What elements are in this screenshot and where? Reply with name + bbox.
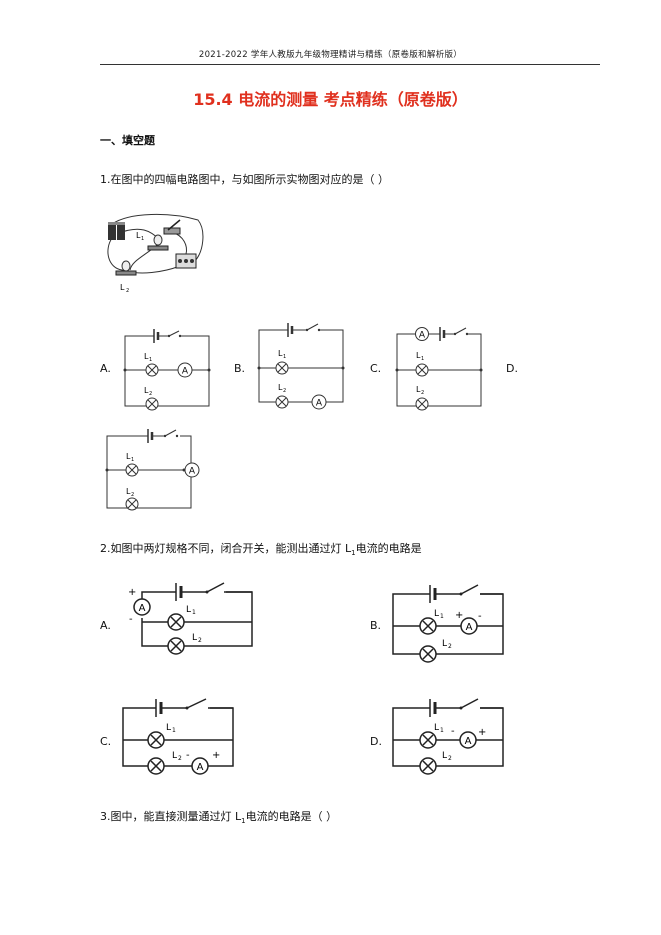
svg-text:2: 2 bbox=[283, 388, 286, 394]
svg-text:L: L bbox=[172, 751, 177, 761]
q1-option-c: C. bbox=[370, 362, 382, 375]
physical-l1-label: L bbox=[136, 231, 141, 240]
svg-text:1: 1 bbox=[149, 357, 152, 363]
svg-text:+: + bbox=[212, 750, 220, 761]
q2-option-c: C. bbox=[100, 735, 112, 748]
svg-text:2: 2 bbox=[198, 637, 202, 644]
svg-text:L: L bbox=[126, 452, 131, 461]
svg-text:L: L bbox=[186, 605, 191, 615]
svg-text:+: + bbox=[128, 587, 136, 598]
svg-text:L: L bbox=[416, 351, 421, 360]
svg-text:1: 1 bbox=[283, 354, 286, 360]
svg-text:A: A bbox=[466, 622, 473, 633]
svg-text:-: - bbox=[186, 750, 190, 761]
svg-text:L: L bbox=[434, 609, 439, 619]
question-2-text: 2.如图中两灯规格不同，闭合开关，能测出通过灯 L1电流的电路是 bbox=[100, 542, 422, 558]
header-rule bbox=[100, 64, 600, 65]
svg-text:2: 2 bbox=[126, 288, 129, 294]
svg-text:1: 1 bbox=[421, 356, 424, 362]
svg-text:1: 1 bbox=[440, 613, 444, 620]
svg-text:A: A bbox=[419, 331, 426, 341]
svg-text:L: L bbox=[278, 349, 283, 358]
svg-text:L: L bbox=[126, 487, 131, 496]
svg-text:A: A bbox=[465, 736, 472, 747]
svg-text:A: A bbox=[182, 367, 189, 377]
svg-text:L: L bbox=[442, 751, 447, 761]
svg-text:2: 2 bbox=[421, 390, 424, 396]
svg-text:L: L bbox=[166, 723, 171, 733]
svg-text:L: L bbox=[144, 386, 149, 395]
svg-text:A: A bbox=[189, 467, 196, 477]
svg-text:2: 2 bbox=[448, 643, 452, 650]
svg-text:A: A bbox=[316, 399, 323, 409]
svg-text:L: L bbox=[192, 633, 197, 643]
svg-text:-: - bbox=[451, 726, 455, 737]
page-title: 15.4 电流的测量 考点精练（原卷版） bbox=[193, 90, 468, 109]
svg-text:L: L bbox=[434, 723, 439, 733]
svg-text:2: 2 bbox=[178, 755, 182, 762]
physical-l2-label: L bbox=[120, 283, 125, 292]
svg-text:-: - bbox=[129, 614, 133, 625]
svg-text:2: 2 bbox=[149, 391, 152, 397]
svg-text:L: L bbox=[144, 352, 149, 361]
svg-text:+: + bbox=[478, 727, 486, 738]
svg-text:+: + bbox=[455, 610, 463, 621]
q1-option-d: D. bbox=[506, 362, 518, 375]
svg-text:-: - bbox=[478, 611, 482, 622]
q2-option-b: B. bbox=[370, 619, 382, 632]
q2-option-d: D. bbox=[370, 735, 382, 748]
svg-text:2: 2 bbox=[448, 755, 452, 762]
svg-text:2: 2 bbox=[131, 492, 134, 498]
svg-text:L: L bbox=[278, 383, 283, 392]
svg-text:1: 1 bbox=[192, 609, 196, 616]
svg-text:A: A bbox=[197, 762, 204, 773]
q1-option-b: B. bbox=[234, 362, 246, 375]
svg-text:L: L bbox=[442, 639, 447, 649]
svg-text:L: L bbox=[416, 385, 421, 394]
q1-option-a: A. bbox=[100, 362, 111, 375]
question-1-text: 1.在图中的四幅电路图中，与如图所示实物图对应的是（ ） bbox=[100, 173, 389, 186]
question-3-text: 3.图中，能直接测量通过灯 L1电流的电路是（ ） bbox=[100, 810, 338, 826]
physical-circuit-figure: L 1 L 2 bbox=[107, 213, 204, 294]
svg-text:A: A bbox=[139, 603, 146, 614]
svg-text:1: 1 bbox=[131, 457, 134, 463]
svg-text:1: 1 bbox=[440, 727, 444, 734]
svg-text:1: 1 bbox=[172, 727, 176, 734]
page-header: 2021-2022 学年人教版九年级物理精讲与精练（原卷版和解析版） bbox=[198, 50, 463, 60]
section-heading: 一、填空题 bbox=[100, 134, 155, 147]
svg-text:1: 1 bbox=[141, 236, 144, 242]
q2-option-a: A. bbox=[100, 619, 111, 632]
